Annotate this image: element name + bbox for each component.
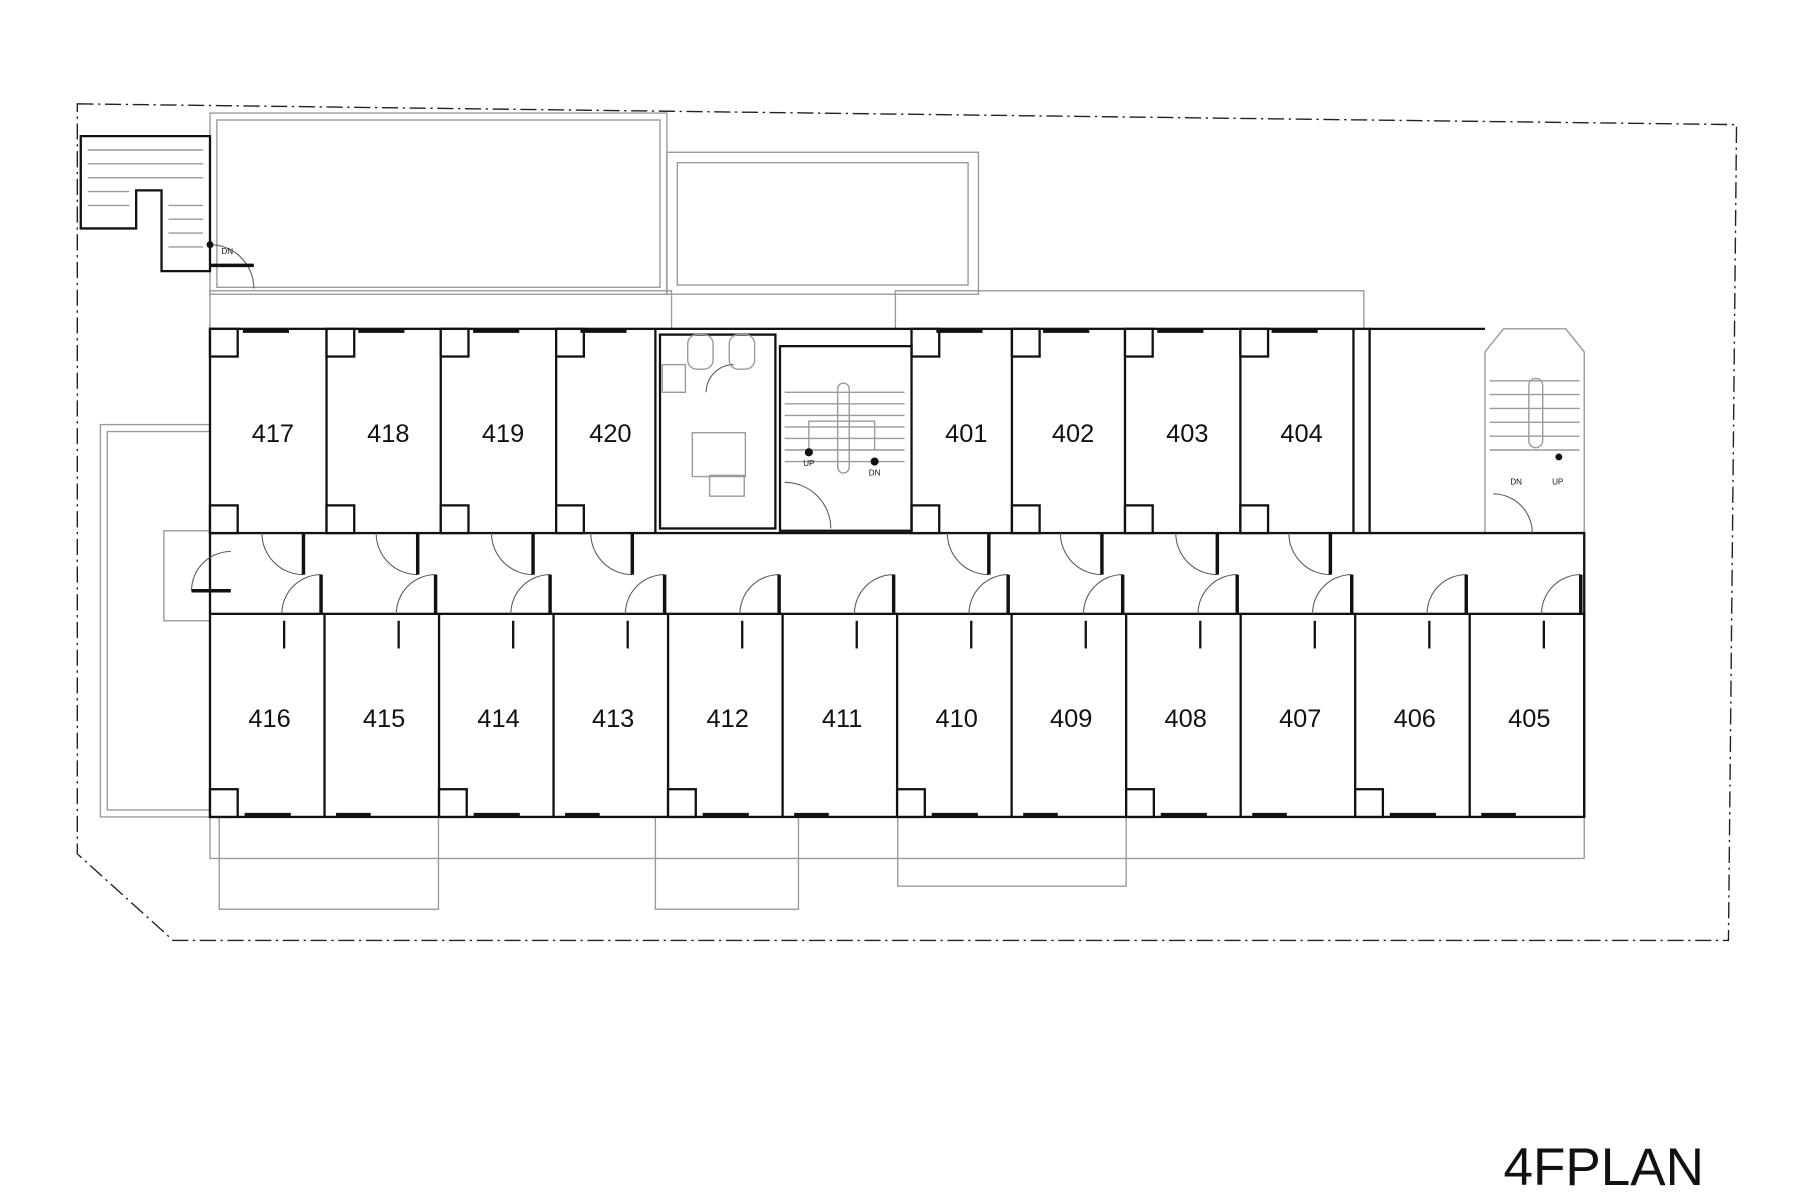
room-number-401: 401 xyxy=(945,420,987,448)
room-number-418: 418 xyxy=(367,420,409,448)
column xyxy=(439,327,470,358)
column xyxy=(895,788,926,819)
top-room-partitions xyxy=(208,327,1355,576)
room-door[interactable] xyxy=(624,574,665,614)
room-door[interactable] xyxy=(1197,574,1238,614)
room-door[interactable] xyxy=(395,574,436,614)
column xyxy=(1239,504,1270,535)
stair-up-label: UP xyxy=(803,459,814,468)
toilet-core xyxy=(658,333,777,530)
room-number-415: 415 xyxy=(363,705,405,733)
column xyxy=(910,504,941,535)
column xyxy=(555,327,585,358)
column xyxy=(208,788,239,819)
room-number-406: 406 xyxy=(1394,705,1436,733)
column xyxy=(1010,327,1041,358)
room-door[interactable] xyxy=(853,574,894,614)
east-stair-up-label: UP xyxy=(1552,478,1563,487)
column xyxy=(1354,788,1385,819)
room-number-405: 405 xyxy=(1508,705,1550,733)
column xyxy=(910,327,941,358)
room-door[interactable] xyxy=(510,574,551,614)
room-number-414: 414 xyxy=(477,705,519,733)
room-door[interactable] xyxy=(1288,533,1331,576)
room-door[interactable] xyxy=(946,533,989,576)
column xyxy=(208,504,239,535)
column xyxy=(1010,504,1041,535)
room-number-412: 412 xyxy=(706,705,748,733)
column xyxy=(555,504,585,535)
room-number-403: 403 xyxy=(1166,420,1208,448)
column xyxy=(666,788,697,819)
nw-stair-down-label: DN xyxy=(221,247,233,256)
northwest-door: DN xyxy=(206,241,255,289)
column xyxy=(437,788,468,819)
room-door[interactable] xyxy=(590,533,633,576)
room-number-404: 404 xyxy=(1280,420,1322,448)
plan-title: 4FPLAN xyxy=(1503,1138,1704,1197)
column xyxy=(1123,327,1154,358)
room-door[interactable] xyxy=(1082,574,1123,614)
column xyxy=(439,504,470,535)
room-number-413: 413 xyxy=(592,705,634,733)
column xyxy=(325,327,356,358)
room-number-408: 408 xyxy=(1165,705,1207,733)
west-exit-door xyxy=(191,551,231,593)
room-number-419: 419 xyxy=(482,420,524,448)
room-number-402: 402 xyxy=(1052,420,1094,448)
room-number-409: 409 xyxy=(1050,705,1092,733)
room-door[interactable] xyxy=(261,533,304,576)
room-number-410: 410 xyxy=(936,705,978,733)
stair-down-label: DN xyxy=(869,468,881,477)
room-door[interactable] xyxy=(491,533,534,576)
column xyxy=(1125,788,1155,819)
room-number-416: 416 xyxy=(248,705,290,733)
property-line xyxy=(76,103,1738,942)
room-door[interactable] xyxy=(1311,574,1352,614)
room-door[interactable] xyxy=(281,574,322,614)
room-door[interactable] xyxy=(375,533,418,576)
room-door[interactable] xyxy=(1059,533,1102,576)
column xyxy=(1239,327,1270,358)
room-door[interactable] xyxy=(1541,574,1581,614)
bottom-room-partitions xyxy=(208,574,1586,819)
central-stair: UP DN xyxy=(778,344,913,532)
column xyxy=(208,327,239,358)
column xyxy=(325,504,356,535)
column xyxy=(1123,504,1154,535)
room-number-420: 420 xyxy=(589,420,631,448)
east-stair: DN UP xyxy=(1489,380,1580,534)
room-number-417: 417 xyxy=(252,420,294,448)
room-door[interactable] xyxy=(968,574,1009,614)
exterior-stair-northwest xyxy=(79,135,212,273)
room-door[interactable] xyxy=(739,574,780,614)
east-stair-down-label: DN xyxy=(1510,478,1522,487)
room-number-411: 411 xyxy=(822,705,862,733)
room-door[interactable] xyxy=(1426,574,1467,614)
room-door[interactable] xyxy=(1175,533,1218,576)
room-number-407: 407 xyxy=(1279,705,1321,733)
